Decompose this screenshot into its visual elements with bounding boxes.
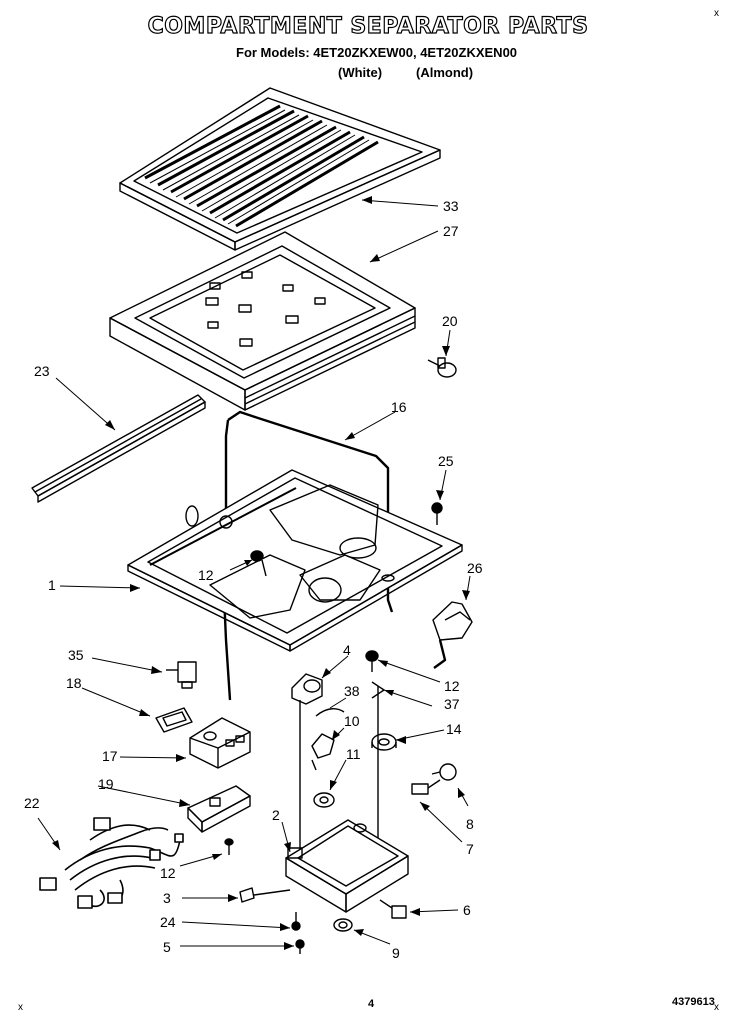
part-11-grommet xyxy=(313,792,335,808)
part-3-connector xyxy=(239,887,291,903)
models-line: For Models: 4ET20ZKXEW00, 4ET20ZKXEN00 xyxy=(236,45,518,60)
page-number: 4 xyxy=(368,998,375,1010)
callout-20: 20 xyxy=(442,313,458,329)
callout-12-lower: 12 xyxy=(160,865,176,881)
part-2-control-box xyxy=(285,819,409,913)
callout-1: 1 xyxy=(48,577,56,593)
callout-10: 10 xyxy=(344,713,360,729)
part-26-cover xyxy=(432,601,473,641)
part-25-screw xyxy=(431,502,443,525)
part-5-screw xyxy=(295,939,305,954)
callout-18: 18 xyxy=(66,675,82,691)
callout-25: 25 xyxy=(438,453,454,469)
part-12-screw-lower xyxy=(224,838,234,855)
corner-mark-bottom-right: x xyxy=(714,1002,719,1013)
part-1-separator-panel xyxy=(127,469,463,652)
part-35-clip xyxy=(166,661,197,689)
callout-37: 37 xyxy=(444,696,460,712)
callout-24: 24 xyxy=(160,914,176,930)
callout-22: 22 xyxy=(24,795,40,811)
callout-3: 3 xyxy=(163,890,171,906)
part-38-spring xyxy=(315,708,345,717)
part-9-knob xyxy=(333,918,353,932)
part-12-screw-right xyxy=(365,650,379,672)
part-33-grille-shelf xyxy=(119,87,441,251)
callout-23: 23 xyxy=(34,363,50,379)
color-almond-label: (Almond) xyxy=(416,65,474,80)
part-6-switch xyxy=(379,899,407,919)
callout-4: 4 xyxy=(343,642,351,658)
part-10-sensor xyxy=(311,733,335,771)
part-14-wheel xyxy=(371,733,397,751)
callout-12-upper: 12 xyxy=(198,567,214,583)
callout-7: 7 xyxy=(466,841,474,857)
callout-35: 35 xyxy=(68,647,84,663)
callout-26: 26 xyxy=(467,560,483,576)
callout-19: 19 xyxy=(98,776,114,792)
callout-16: 16 xyxy=(391,399,407,415)
part-18-gasket xyxy=(155,707,193,733)
callout-33: 33 xyxy=(443,198,459,214)
callout-17: 17 xyxy=(102,748,118,764)
callout-6: 6 xyxy=(463,902,471,918)
callout-14: 14 xyxy=(446,721,462,737)
part-7-socket xyxy=(411,779,441,795)
callout-38: 38 xyxy=(344,683,360,699)
callout-9: 9 xyxy=(392,945,400,961)
callout-12-right: 12 xyxy=(444,678,460,694)
part-8-bulb xyxy=(431,763,457,781)
part-17-control-housing xyxy=(189,717,251,769)
part-19-bracket xyxy=(187,785,251,833)
callout-5: 5 xyxy=(163,939,171,955)
part-12-screw-upper xyxy=(250,550,267,577)
page-title: COMPARTMENT SEPARATOR PARTS xyxy=(147,13,589,39)
callout-8: 8 xyxy=(466,816,474,832)
callout-arrowheads xyxy=(52,196,470,950)
corner-mark-bottom-left: x xyxy=(18,1002,23,1013)
part-20-clip xyxy=(427,357,457,378)
part-37-clip xyxy=(371,681,385,850)
part-22-wiring-harness xyxy=(39,817,184,909)
part-27-frame xyxy=(109,231,416,411)
callout-leaders xyxy=(37,199,471,947)
document-number: 4379613 xyxy=(672,996,715,1008)
part-24-screw xyxy=(291,912,301,931)
callout-27: 27 xyxy=(443,223,459,239)
corner-mark-top-right: x xyxy=(714,8,719,19)
color-white-label: (White) xyxy=(338,65,383,80)
part-4-thermostat xyxy=(291,673,323,850)
callout-2: 2 xyxy=(272,807,280,823)
part-23-trim-strip xyxy=(31,394,206,503)
callout-11: 11 xyxy=(346,746,361,762)
